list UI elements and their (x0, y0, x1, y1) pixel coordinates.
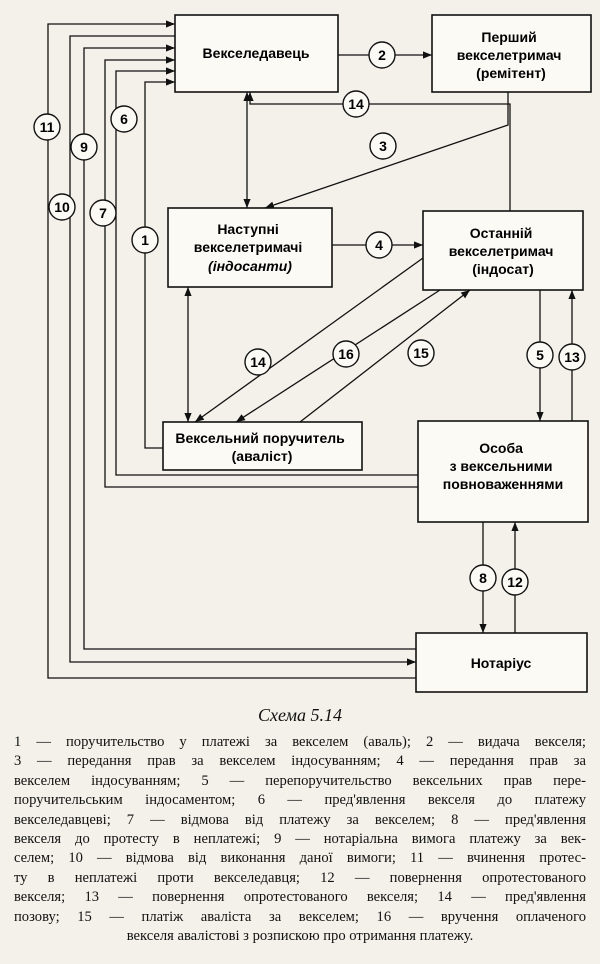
flow-4-marker: 4 (365, 231, 393, 259)
svg-text:7: 7 (99, 205, 107, 221)
label-next-holders: Наступні векселетримачі (індосанти) (194, 221, 306, 274)
flow-13-marker: 13 (558, 343, 586, 371)
svg-text:14: 14 (348, 96, 364, 112)
flow-6-line (104, 56, 418, 488)
legend-line: поручительським індосаментом; 6 — пред'я… (14, 792, 586, 809)
label-last-holder: Останній векселетримач (індосат) (449, 225, 558, 277)
flow-14-mid-marker: 14 (244, 348, 272, 376)
label-authorized-person: Особа з вексельними повноваженнями (443, 440, 563, 492)
svg-text:6: 6 (120, 111, 128, 127)
flow-1-marker: 1 (131, 226, 159, 254)
svg-text:2: 2 (378, 47, 386, 63)
box-guarantor (162, 421, 363, 471)
flow-16-marker: 16 (332, 340, 360, 368)
flow-7-line (115, 67, 418, 476)
flow-diagram: Векселедавець Перший векселетримач (ремі… (33, 14, 592, 693)
flow-6-marker: 6 (110, 105, 138, 133)
legend-line: ту в неплатежі проти векселедавця; 12 — … (14, 869, 586, 886)
legend-line: 1 — поручительство у платежі за векселем… (14, 734, 586, 750)
flow-7-marker: 7 (89, 199, 117, 227)
flow-9-marker: 9 (70, 133, 98, 161)
flow-9-line (83, 44, 416, 650)
svg-text:1: 1 (141, 232, 149, 248)
svg-text:4: 4 (375, 237, 383, 253)
legend-line: векселя; 13 — повернення опротестованого… (14, 889, 586, 906)
svg-text:3: 3 (379, 138, 387, 154)
svg-text:11: 11 (40, 119, 55, 135)
legend-line: векселя до протесту в неплатежі; 9 — нот… (14, 831, 586, 848)
label-drawer: Векселедавець (203, 45, 310, 61)
flow-number-markers: 1 2 3 4 5 6 7 8 9 10 11 12 13 14 14 15 1… (33, 41, 586, 596)
flow-12-marker: 12 (501, 568, 529, 596)
box-authorized-person (417, 420, 589, 523)
box-drawer (174, 14, 339, 93)
svg-text:13: 13 (564, 349, 580, 365)
svg-text:14: 14 (250, 354, 266, 370)
box-next-holders (167, 207, 333, 288)
legend-line: векселя авалістові з розпискою про отрим… (126, 928, 474, 945)
diagram-caption: Схема 5.14 (257, 705, 343, 725)
label-guarantor: Вексельний поручитель (аваліст) (175, 430, 348, 464)
svg-text:15: 15 (413, 345, 429, 361)
box-last-holder (422, 210, 584, 291)
flow-15-marker: 15 (407, 339, 435, 367)
flow-14-top-marker: 14 (342, 90, 370, 118)
legend-line: 3 — передання прав за векселем індосуван… (14, 753, 586, 770)
flow-1-line (144, 78, 175, 449)
flow-14-mid-line (194, 257, 424, 423)
box-notary (415, 632, 588, 693)
svg-text:9: 9 (80, 139, 88, 155)
legend-line: векселем індосуванням; 5 — перепоручител… (14, 772, 586, 789)
svg-text:10: 10 (54, 199, 70, 215)
box-first-holder (431, 14, 592, 93)
flow-3-line (264, 92, 509, 209)
diagram-legend: 1 — поручительство у платежі за векселем… (14, 733, 586, 946)
flow-5-marker: 5 (526, 341, 554, 369)
flow-11-line (47, 20, 416, 679)
flow-10-marker: 10 (48, 193, 76, 221)
label-first-holder: Перший векселетримач (ремітент) (457, 29, 566, 81)
flow-10-line (69, 35, 416, 666)
svg-text:12: 12 (507, 574, 523, 590)
flow-3-marker: 3 (369, 132, 397, 160)
svg-text:5: 5 (536, 347, 544, 363)
flow-8-marker: 8 (469, 564, 497, 592)
legend-line: селем; 10 — відмова від виконання даної … (14, 850, 586, 867)
legend-line: позову; 15 — платіж аваліста за векселем… (14, 908, 586, 925)
flow-2-marker: 2 (368, 41, 396, 69)
flow-15-line (299, 289, 471, 423)
flow-11-marker: 11 (33, 113, 61, 141)
label-notary: Нотаріус (471, 655, 532, 671)
svg-text:16: 16 (338, 346, 354, 362)
legend-line: векселедавцеві; 7 — відмова від платежу … (14, 811, 586, 828)
svg-text:8: 8 (479, 570, 487, 586)
